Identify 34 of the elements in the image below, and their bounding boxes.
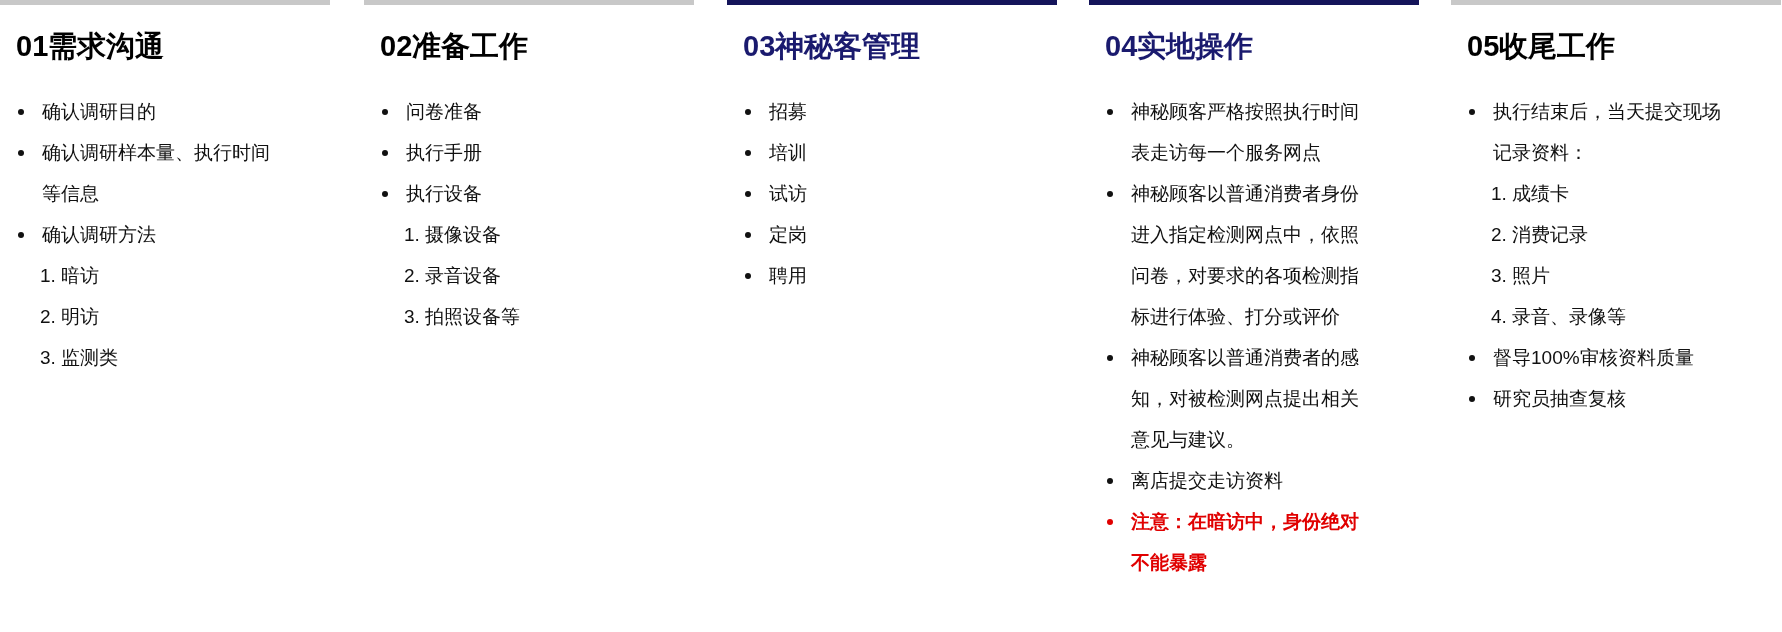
numbered-item: 3. 照片 — [1491, 264, 1552, 288]
list-item: 培训 — [769, 141, 808, 165]
numbered-item: 2. 明访 — [40, 305, 101, 329]
list-item: 聘用 — [769, 264, 808, 288]
list-item: 定岗 — [769, 223, 808, 247]
warning-note: 注意：在暗访中，身份绝对不能暴露 — [1131, 510, 1360, 575]
list-item: 离店提交走访资料 — [1131, 469, 1284, 493]
list-item: 招募 — [769, 100, 808, 124]
numbered-item: 2. 消费记录 — [1491, 223, 1590, 247]
step-heading: 03神秘客管理 — [743, 29, 921, 64]
list-item: 神秘顾客严格按照执行时间表走访每一个服务网点 — [1131, 100, 1360, 165]
list-item: 研究员抽查复核 — [1493, 387, 1627, 411]
step-heading: 05收尾工作 — [1467, 29, 1616, 64]
numbered-item: 3. 监测类 — [40, 346, 120, 370]
numbered-item: 1. 暗访 — [40, 264, 101, 288]
step-heading: 04实地操作 — [1105, 29, 1254, 64]
list-item: 问卷准备 — [406, 100, 483, 124]
step-heading: 01需求沟通 — [16, 29, 165, 64]
list-item: 试访 — [769, 182, 808, 206]
list-item: 确认调研方法 — [42, 223, 157, 247]
list-item: 确认调研样本量、执行时间等信息 — [42, 141, 271, 206]
numbered-item: 1. 成绩卡 — [1491, 182, 1571, 206]
list-item: 督导100%审核资料质量 — [1493, 346, 1695, 370]
list-item: 执行手册 — [406, 141, 483, 165]
list-item: 神秘顾客以普通消费者的感知，对被检测网点提出相关意见与建议。 — [1131, 346, 1360, 452]
list-item: 神秘顾客以普通消费者身份进入指定检测网点中，依照问卷，对要求的各项检测指标进行体验、打分或评价 — [1131, 182, 1360, 329]
numbered-item: 3. 拍照设备等 — [404, 305, 522, 329]
numbered-item: 2. 录音设备 — [404, 264, 503, 288]
numbered-item: 1. 摄像设备 — [404, 223, 503, 247]
list-item: 确认调研目的 — [42, 100, 157, 124]
step-heading: 02准备工作 — [380, 29, 529, 64]
numbered-item: 4. 录音、录像等 — [1491, 305, 1628, 329]
list-item: 执行结束后，当天提交现场记录资料： — [1493, 100, 1722, 165]
list-item: 执行设备 — [406, 182, 483, 206]
